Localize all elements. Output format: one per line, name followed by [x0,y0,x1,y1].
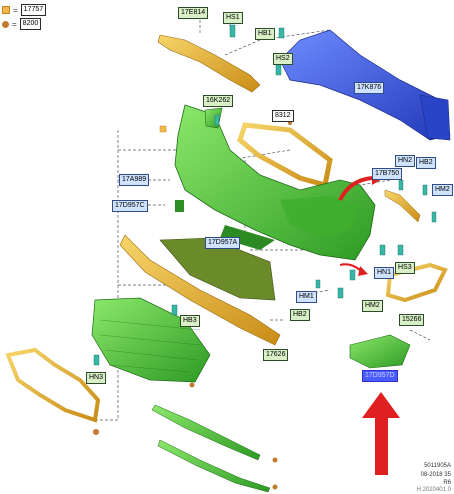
legend-dot-value: 8200 [19,18,42,30]
legend-square-row: = 17757 [2,4,47,16]
label-17K876[interactable]: 17K876 [354,82,385,94]
label-16K262[interactable]: 16K262 [203,95,234,107]
label-HS2[interactable]: HS2 [273,53,293,65]
label-HB3[interactable]: HB3 [180,315,200,327]
label-HN2[interactable]: HN2 [395,155,416,167]
dot-swatch-icon [2,20,9,28]
label-17A989[interactable]: 17A989 [119,174,150,186]
label-HM1[interactable]: HM1 [296,291,317,303]
label-HS1[interactable]: HS1 [223,12,243,24]
legend-equals: = [12,19,17,29]
label-17626[interactable]: 17626 [263,349,289,361]
label-HB2-top[interactable]: HB2 [416,157,436,169]
footer-date: 08-2018 35 [420,472,451,478]
legend-dot-row: = 8200 [2,18,42,30]
label-HM2-mid[interactable]: HM2 [362,300,383,312]
legend-equals: = [13,5,18,15]
label-HM2-top[interactable]: HM2 [432,184,453,196]
label-HS3[interactable]: HS3 [395,262,415,274]
footer-rev: R6 [443,480,451,486]
label-17B750[interactable]: 17B750 [372,168,403,180]
square-swatch-icon [2,6,10,14]
indicator-arrow-icon [362,392,400,475]
label-17E814[interactable]: 17E814 [178,7,209,19]
legend-square-value: 17757 [20,4,47,16]
label-17D957D[interactable]: 17D957D [362,370,398,382]
footer-extra: H 2020401 0 [416,487,451,493]
label-17D957A[interactable]: 17D957A [205,237,241,249]
label-HN1[interactable]: HN1 [374,267,395,279]
label-15266[interactable]: 15266 [399,314,425,326]
label-HB1[interactable]: HB1 [255,28,275,40]
label-17D957C[interactable]: 17D957C [112,200,148,212]
label-8312[interactable]: 8312 [272,110,294,122]
label-HB2-mid[interactable]: HB2 [290,309,310,321]
label-HN3[interactable]: HN3 [86,372,107,384]
footer-code: 5011905A [424,463,451,469]
